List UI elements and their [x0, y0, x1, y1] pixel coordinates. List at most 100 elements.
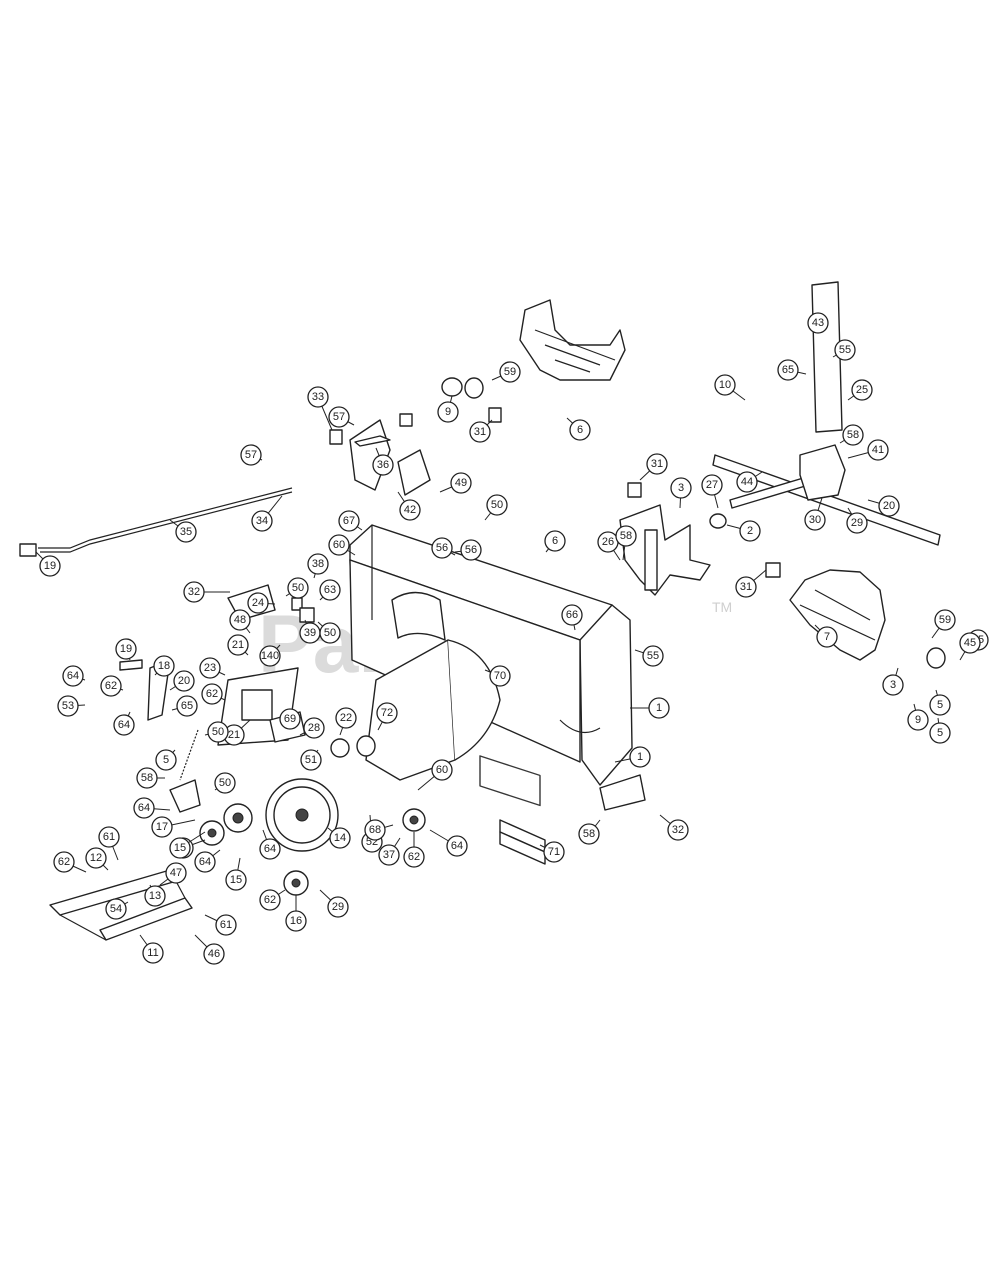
callout-number: 5: [937, 699, 943, 711]
callout-number: 21: [232, 639, 244, 651]
callout-circle: [259, 889, 281, 911]
callout-circle: [115, 638, 137, 660]
callout-number: 62: [58, 856, 70, 868]
callout-24: 24: [247, 592, 276, 614]
callout-61: 61: [98, 826, 120, 861]
callout-number: 1: [637, 751, 643, 763]
callout-circle: [328, 406, 350, 428]
callout-layer: 4355654555993162558414410273029335736424…: [35, 312, 989, 965]
callout-number: 7: [824, 631, 830, 643]
callout-circle: [259, 645, 281, 667]
callout-circle: [227, 634, 249, 656]
callout-41: 41: [847, 439, 889, 461]
callout-number: 65: [782, 364, 794, 376]
callout-15: 15: [225, 857, 247, 891]
callout-number: 50: [324, 627, 336, 639]
callout-20: 20: [867, 495, 900, 517]
callout-number: 63: [324, 584, 336, 596]
callout-13: 13: [144, 884, 166, 907]
callout-58: 58: [839, 424, 864, 446]
callout-circle: [878, 495, 900, 517]
callout-circle: [807, 312, 829, 334]
callout-66: 66: [561, 604, 583, 631]
callout-circle: [816, 626, 838, 648]
callout-7: 7: [814, 624, 838, 648]
callout-number: 48: [234, 614, 246, 626]
callout-68: 68: [364, 819, 394, 841]
callout-circle: [846, 512, 868, 534]
callout-circle: [486, 494, 508, 516]
callout-circle: [328, 534, 350, 556]
impeller: [619, 504, 711, 596]
callout-circle: [285, 910, 307, 932]
callout-number: 62: [105, 680, 117, 692]
callout-number: 14: [334, 832, 346, 844]
callout-38: 38: [307, 553, 329, 579]
callout-circle: [225, 869, 247, 891]
callout-34: 34: [251, 495, 283, 532]
callout-28: 28: [299, 717, 325, 739]
callout-circle: [279, 708, 301, 730]
callout-11: 11: [139, 934, 164, 964]
callout-number: 61: [103, 831, 115, 843]
spring: [179, 729, 199, 781]
callout-circle: [642, 645, 664, 667]
callout-circle: [804, 509, 826, 531]
callout-circle: [165, 862, 187, 884]
callout-number: 38: [312, 558, 324, 570]
callout-number: 12: [90, 852, 102, 864]
callout-number: 64: [118, 719, 130, 731]
callout-21: 21: [227, 634, 249, 656]
callout-32: 32: [183, 581, 230, 603]
callout-58: 58: [615, 525, 637, 561]
callout-17: 17: [151, 816, 196, 838]
callout-64: 64: [133, 797, 171, 819]
callout-number: 37: [383, 849, 395, 861]
callout-number: 69: [284, 713, 296, 725]
callout-number: 44: [741, 476, 753, 488]
callout-number: 2: [747, 525, 753, 537]
callout-circle: [646, 453, 668, 475]
callout-61: 61: [204, 914, 237, 936]
callout-circle: [144, 885, 166, 907]
callout-58: 58: [136, 767, 165, 789]
callout-circle: [834, 339, 856, 361]
callout-33: 33: [307, 386, 333, 431]
callout-6: 6: [566, 417, 591, 441]
callout-35: 35: [169, 519, 197, 543]
callout-circle: [319, 579, 341, 601]
callout-23: 23: [199, 657, 226, 679]
callout-circle: [929, 722, 951, 744]
callout-number: 25: [856, 384, 868, 396]
callout-number: 50: [292, 582, 304, 594]
callout-number: 11: [147, 947, 158, 959]
callout-number: 39: [304, 627, 316, 639]
callout-59: 59: [491, 361, 521, 383]
callout-circle: [364, 819, 386, 841]
callout-1: 1: [614, 746, 651, 768]
callout-circle: [499, 361, 521, 383]
callout-59: 59: [931, 609, 956, 639]
callout-number: 58: [620, 530, 632, 542]
callout-circle: [851, 379, 873, 401]
callout-circle: [85, 847, 107, 869]
callout-14: 14: [327, 827, 351, 849]
callout-number: 49: [455, 477, 467, 489]
callout-circle: [151, 816, 173, 838]
auger-housing: [349, 524, 633, 807]
callout-number: 33: [312, 391, 324, 403]
callout-27: 27: [701, 474, 723, 509]
callout-number: 61: [220, 919, 232, 931]
callout-number: 29: [851, 517, 863, 529]
callout-70: 70: [484, 665, 511, 687]
callout-circle: [98, 826, 120, 848]
callout-circle: [376, 702, 398, 724]
callout-circle: [372, 454, 394, 476]
callout-circle: [287, 577, 309, 599]
callout-circle: [431, 759, 453, 781]
callout-number: 71: [548, 846, 560, 858]
callout-circle: [615, 525, 637, 547]
callout-circle: [307, 553, 329, 575]
callout-31: 31: [469, 419, 493, 443]
callout-number: 27: [706, 479, 718, 491]
